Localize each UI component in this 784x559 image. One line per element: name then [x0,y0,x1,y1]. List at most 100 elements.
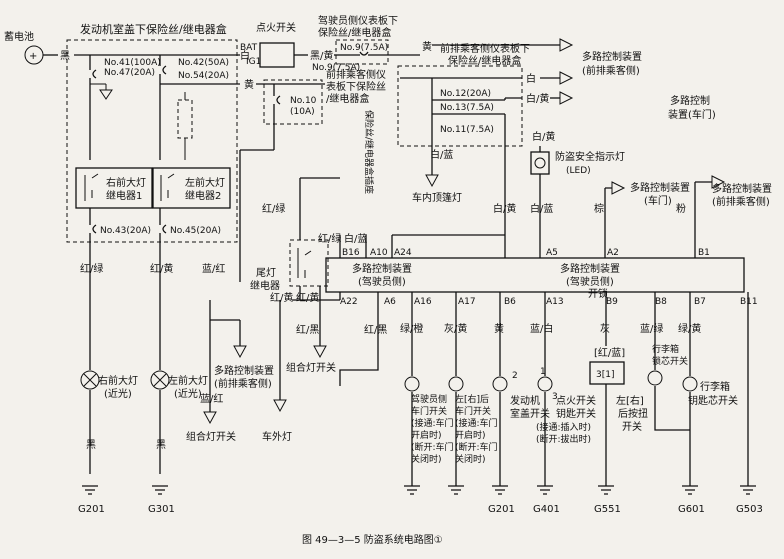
indicator-line2: (LED) [566,166,591,176]
passenger-unit-top-line1: 多路控制装置 [582,50,642,63]
indicator-line1: 防盗安全指示灯 [555,150,625,163]
fuse-no12-label: No.12(20A) [440,89,491,99]
fuse-no9-upper: No.9(7.5A) [340,43,388,53]
led-icon [534,157,546,169]
wire-blue-white-led: 白/蓝 [530,202,553,215]
fuse-no47-arrow-icon [99,89,113,100]
exterior-light-arrow-icon [273,399,287,413]
ground-g301: G301 [148,504,175,515]
passenger-unit-mid-line2: (前排乘客侧) [214,377,272,390]
left-relay-coil-icon [160,173,175,201]
pin-a6: A6 [384,297,396,307]
fuse-no42-symbol [159,55,167,84]
wire-white-yellow-right: 白/黄 [526,92,549,105]
wire-red-green-b16: 红/绿 [318,232,341,245]
pin-b16: B16 [342,248,360,258]
ground-icon [448,485,464,495]
ground-icon [740,485,756,495]
engine-room-fuse-box-title: 发动机室盖下保险丝/继电器盒 [80,22,227,36]
door-unit-line1: 多路控制 [670,94,710,107]
wire-red-green-headlight: 红/绿 [80,262,103,275]
ignition-terminal-bat: BAT [240,43,258,53]
battery-wire-black: 黑 [60,50,70,62]
wire-red-black-a6: 红/黑 [364,323,387,336]
fuse-no10-line2: (10A) [290,107,315,117]
battery-label: 蓄电池 [4,30,34,43]
wire-red-yellow-a22: 红/黄 [296,291,319,304]
driver-dash-fuse-box-line2: 保险丝/继电器盒 [318,26,391,39]
trunk-latch-l1: 行李箱 [652,343,679,355]
fuse-no10-symbol [273,84,281,150]
driver-main-line2: (驾驶员侧) [566,275,614,288]
pin-b1: B1 [698,248,710,258]
rear-door-switch-l6: 关闭时) [455,453,486,465]
rear-latch-l3: 开关 [622,420,642,433]
key-switch-l1: 点火开关 [556,394,596,407]
left-headlight-relay-line1: 左前大灯 [185,176,225,189]
interior-roof-light-label: 车内顶篷灯 [412,191,462,204]
passenger-dash-fuse-box: 前排乘客侧仪表板下 保险丝/继电器盒 白 No.12(20A) No.13(7.… [397,42,574,204]
connector-arrow-icon-1 [559,38,574,52]
driver-dash-fuse-box-line1: 驾驶员侧仪表板下 [318,14,398,27]
ignition-terminal-ig1: IG1 [246,57,261,67]
ground-icon [537,485,553,495]
pin-a5: A5 [546,248,558,258]
fuse-no9-lower: No.9(7.5A) [312,63,360,73]
right-headlight-bulb-icon [80,370,100,390]
pin-a2: A2 [607,248,619,258]
wire-brown: 棕 [594,202,604,215]
multiplex-control-unit: 多路控制装置 (驾驶员侧) 开锁 多路控制装置 (驾驶员侧) B16 A10 A… [318,232,758,307]
wire-white-battery: 白 [240,49,250,62]
wire-red-black-left: 红/黑 [296,323,319,336]
driver-main-line3: 开锁 [588,287,608,300]
bottom-switches: 红/黑 绿/橙 驾驶员侧 车门开关 (接通:车门 开启时) (断开:车门 关闭时… [339,292,749,486]
battery: 蓄电池 + 黑 [4,30,240,65]
ground-icon [404,485,420,495]
fuse-no13-label: No.13(7.5A) [440,103,494,113]
wire-red-yellow-relay: 红/黄 [270,291,293,304]
trunk-key-switch-icon [682,376,698,392]
key-switch-l2: 钥匙开关 [556,407,596,420]
rear-latch-l1: 左[右] [616,394,644,407]
pin-b9: B9 [606,297,618,307]
pin-b11: B11 [740,297,758,307]
fuse-no47-label: No.47(20A) [104,68,155,78]
passenger-unit-top-line2: (前排乘客侧) [582,64,640,77]
pin-a24: A24 [394,248,412,258]
driver-door-switch-l4: 开启时) [411,429,442,441]
ground-icon [682,485,698,495]
bracket-label: [红/蓝] [594,346,625,359]
right-relay-coil-icon [84,173,99,201]
top-right-control-units: 多路控制装置 (前排乘客侧) 多路控制 装置(车门) [582,50,716,121]
rear-door-switch-l4: 开启时) [455,429,486,441]
driver-door-switch-l2: 车门开关 [411,405,447,417]
rear-door-switch-icon [448,376,464,392]
rear-door-switch-l5: (断开:车门 [455,441,498,453]
wire-white-blue-roof: 白/蓝 [430,148,453,161]
passenger-fuse-left-line2: 表板下保险丝 [326,80,386,93]
combo-switch-a-label: 组合灯开关 [186,430,236,443]
combo-arrow-icon-2 [233,345,247,359]
driver-door-switch-l1: 驾驶员侧 [411,393,447,405]
wire-blue-red-headlight: 蓝/红 [202,262,225,275]
door-unit-line2: 装置(车门) [668,108,716,121]
wire-white-yellow-a24: 白/黄 [493,202,516,215]
ground-icon [152,485,168,495]
left-headlight-line1: 左前大灯 [168,374,208,387]
driver-left-line1: 多路控制装置 [352,262,412,275]
wire-black-headlight-l: 黑 [156,439,166,451]
passenger-fuse-box-line2: 保险丝/继电器盒 [448,54,521,67]
left-headlight-relay-line2: 继电器2 [185,189,221,202]
tail-light-relay-group: 尾灯 继电器 红/绿 红/黄 红/黄 红/黑 组合灯开关 车外灯 [250,177,341,443]
door-unit-short-line1: 多路控制装置 [630,181,690,194]
trunk-latch-switch-icon [647,370,663,386]
trunk-key-l2: 钥匙芯开关 [688,394,738,407]
ground-row: G201 G301 G201 G401 G551 G601 G503 [78,485,763,515]
connector-arrow-icon-4 [611,181,626,195]
passenger-unit-right-line2: (前排乘客侧) [712,195,770,208]
rear-door-switch-l3: (接通:车门 [455,417,498,429]
pin-a16: A16 [414,297,432,307]
passenger-fuse-left-line1: 前排乘客侧仪 [326,68,386,81]
wire-yellow-top: 黄 [422,40,432,53]
driver-main-line1: 多路控制装置 [560,262,620,275]
